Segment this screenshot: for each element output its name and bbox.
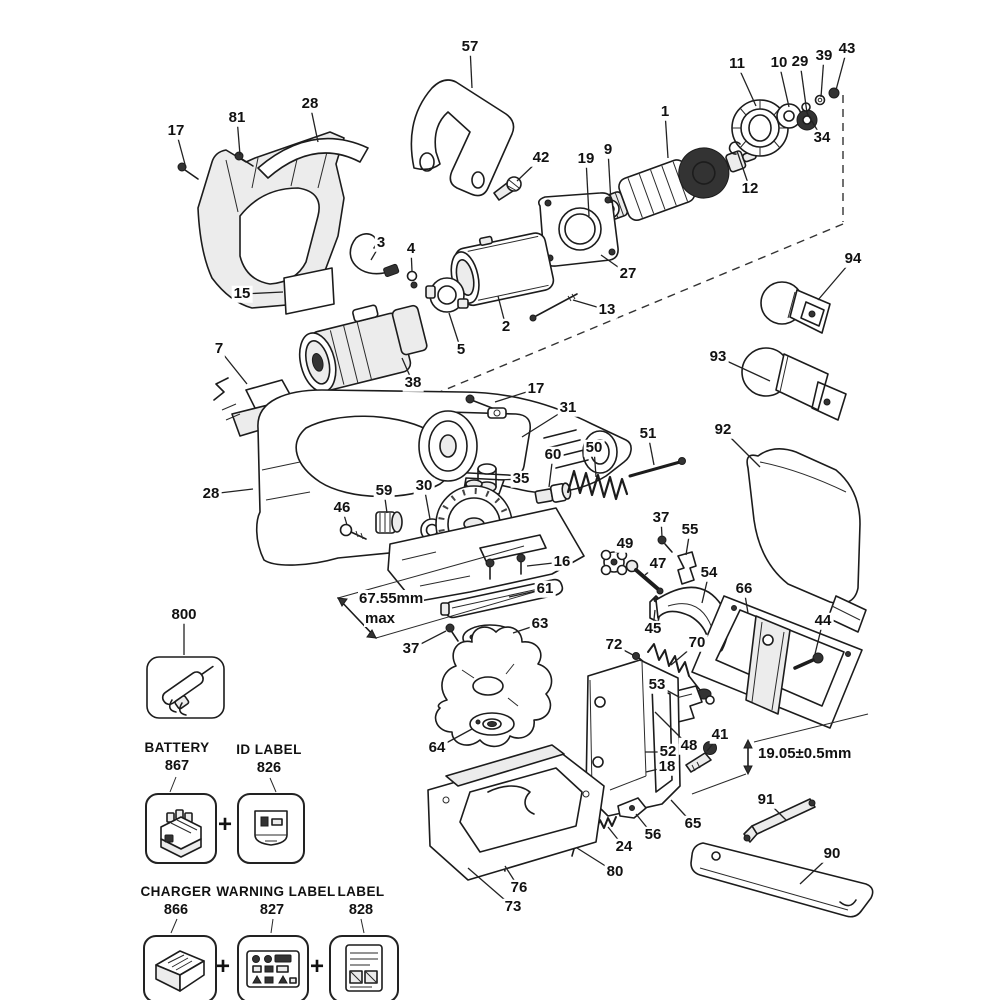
kit-warning-label-title: WARNING LABEL xyxy=(216,884,336,899)
part-ring-34 xyxy=(801,102,811,112)
part-nozzle-94 xyxy=(760,281,831,334)
part-bolt-47 xyxy=(625,559,664,595)
part-fence-66 xyxy=(691,595,863,729)
part-bolt-41 xyxy=(685,741,717,773)
dimension-lines-1905 xyxy=(691,713,869,795)
kit-label-number: 828 xyxy=(348,902,374,918)
kit-label-title: LABEL xyxy=(337,884,385,899)
part-plate-90 xyxy=(690,842,874,918)
part-base-shoe-73 xyxy=(427,744,605,881)
warning-label-icon xyxy=(246,950,300,988)
part-screw-37-left xyxy=(445,623,459,642)
part-clamp-washer-64 xyxy=(469,712,515,736)
kit-battery-box xyxy=(145,793,217,864)
part-bearing-10 xyxy=(776,103,802,129)
part-grease-kit-800 xyxy=(146,656,225,719)
kit-charger-title: CHARGER xyxy=(140,884,212,899)
part-knob-49 xyxy=(600,549,628,576)
part-dust-bag-92 xyxy=(746,448,867,633)
dimension-max-depth-qualifier: max xyxy=(364,610,397,627)
kit-battery-title: BATTERY xyxy=(144,740,210,755)
part-spring-50 xyxy=(566,469,629,501)
part-brush-holder-5 xyxy=(425,277,469,313)
kit-leader-lines xyxy=(169,776,365,934)
label-icon xyxy=(345,944,383,992)
kit-plus-1: + xyxy=(217,811,233,838)
part-screw-44 xyxy=(793,652,824,670)
part-motor-assembly-38 xyxy=(298,304,428,393)
part-motor-housing-half xyxy=(197,131,369,309)
kit-id-label-box xyxy=(237,793,305,864)
kit-plus-2: + xyxy=(215,953,231,980)
kit-id-label-number: 826 xyxy=(256,760,282,776)
kit-battery-number: 867 xyxy=(164,758,190,774)
part-screw-37-right xyxy=(657,535,673,553)
id-label-icon xyxy=(254,809,288,846)
part-screw-17-mid xyxy=(465,394,493,409)
part-gear-29 xyxy=(796,109,818,131)
battery-icon xyxy=(160,808,202,858)
part-angle-base-assembly xyxy=(387,479,585,603)
kit-warning-label-box xyxy=(237,935,309,1000)
part-gear-housing-31 xyxy=(418,407,532,495)
part-spacer-55 xyxy=(677,551,697,585)
kit-plus-3: + xyxy=(309,953,325,980)
kit-id-label-title: ID LABEL xyxy=(236,742,302,757)
part-screw-17-top xyxy=(177,162,199,180)
kit-label-box xyxy=(329,935,399,1000)
part-washer-39 xyxy=(814,94,826,106)
part-label-plate-15 xyxy=(283,267,335,315)
alignment-dashed-lines xyxy=(419,95,844,452)
part-hex-wrench-91 xyxy=(743,798,816,843)
charger-icon xyxy=(155,950,205,992)
part-latch-56 xyxy=(617,797,647,819)
part-clip-12 xyxy=(728,141,741,155)
part-knob-59 xyxy=(375,511,403,534)
part-screws-16 xyxy=(485,553,526,580)
part-end-bracket-27 xyxy=(538,192,619,267)
part-screw-42 xyxy=(493,176,522,201)
kit-warning-label-number: 827 xyxy=(259,902,285,918)
part-lead-wire-3 xyxy=(349,233,400,278)
part-fan-baffle-11 xyxy=(731,99,789,157)
part-nut-43 xyxy=(828,87,840,99)
kit-charger-number: 866 xyxy=(163,902,189,918)
dimension-max-depth-value: 67.55mm xyxy=(358,590,425,607)
kit-charger-box xyxy=(143,935,217,1000)
part-nozzle-93 xyxy=(741,347,847,421)
part-washer-4 xyxy=(406,270,418,289)
part-cutter-blade xyxy=(434,626,553,748)
part-top-handle xyxy=(410,79,515,197)
dimension-blade-depth-value: 19.05±0.5mm xyxy=(757,745,853,762)
part-long-screw-13 xyxy=(529,293,578,322)
part-rod-51 xyxy=(628,457,686,478)
